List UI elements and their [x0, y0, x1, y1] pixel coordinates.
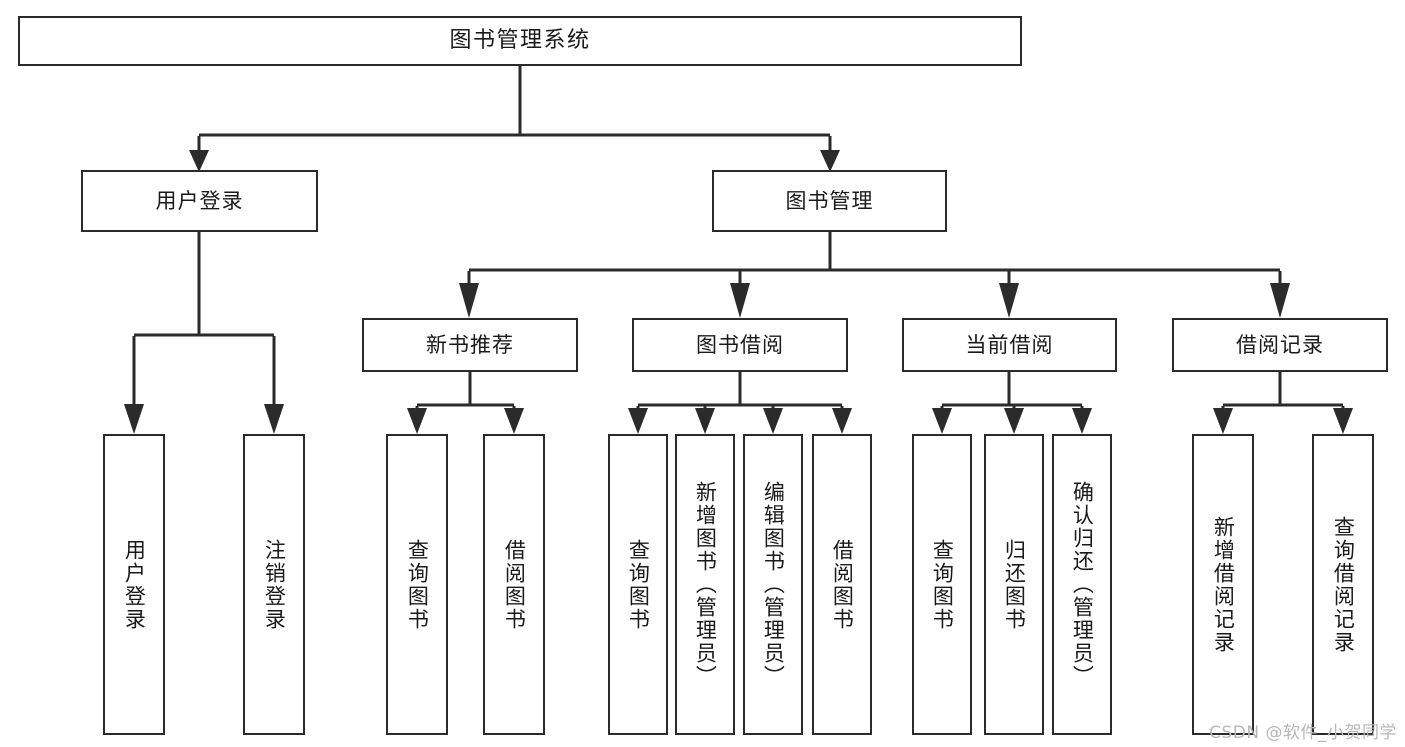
node-leaf-query-record-label: 查询借阅记录 — [1331, 515, 1356, 654]
node-leaf-query-book-3[interactable]: 查询图书 — [912, 434, 972, 735]
node-leaf-borrow-book-2-label: 借阅图书 — [830, 538, 855, 631]
node-leaf-query-book-1[interactable]: 查询图书 — [386, 434, 448, 735]
node-book-borrow[interactable]: 图书借阅 — [632, 318, 848, 372]
node-leaf-query-book-3-label: 查询图书 — [930, 538, 955, 631]
arrowhead-leaf-user-login — [124, 404, 144, 434]
arrowhead-leaf-borrow-book-1 — [504, 408, 524, 434]
arrowhead-leaf-add-book — [695, 408, 715, 434]
arrowhead-leaf-logout — [264, 404, 284, 434]
arrowhead-leaf-query-book-2 — [628, 408, 648, 434]
node-leaf-logout[interactable]: 注销登录 — [243, 434, 305, 735]
node-leaf-edit-book-label: 编辑图书（管理员） — [761, 481, 786, 688]
arrowhead-book-borrow — [730, 283, 750, 318]
node-leaf-user-login-label: 用户登录 — [122, 538, 147, 631]
arrowhead-leaf-query-record — [1333, 408, 1353, 434]
arrowhead-current-borrow — [999, 283, 1019, 318]
node-new-book-rec[interactable]: 新书推荐 — [362, 318, 578, 372]
node-leaf-return-book[interactable]: 归还图书 — [984, 434, 1044, 735]
node-leaf-confirm-return[interactable]: 确认归还（管理员） — [1052, 434, 1112, 735]
node-root-label: 图书管理系统 — [449, 28, 591, 54]
node-current-borrow[interactable]: 当前借阅 — [902, 318, 1117, 372]
node-leaf-logout-label: 注销登录 — [262, 538, 287, 631]
node-current-borrow-label: 当前借阅 — [965, 332, 1054, 357]
node-leaf-add-record[interactable]: 新增借阅记录 — [1192, 434, 1254, 735]
arrowhead-leaf-edit-book — [763, 408, 783, 434]
node-leaf-return-book-label: 归还图书 — [1002, 538, 1027, 631]
arrowhead-borrow-record — [1270, 283, 1290, 318]
node-leaf-borrow-book-2[interactable]: 借阅图书 — [812, 434, 872, 735]
arrowhead-leaf-return-book — [1004, 408, 1024, 434]
node-book-borrow-label: 图书借阅 — [696, 332, 784, 357]
node-root[interactable]: 图书管理系统 — [18, 16, 1022, 66]
node-borrow-record[interactable]: 借阅记录 — [1172, 318, 1388, 372]
node-new-book-rec-label: 新书推荐 — [426, 332, 514, 357]
node-leaf-query-book-1-label: 查询图书 — [405, 538, 430, 631]
node-leaf-add-record-label: 新增借阅记录 — [1211, 515, 1236, 654]
csdn-watermark: CSDN @软件_小贺同学 — [1209, 723, 1397, 743]
node-book-manage-label: 图书管理 — [785, 188, 874, 213]
arrowhead-leaf-query-book-1 — [407, 408, 427, 434]
node-leaf-add-book-label: 新增图书（管理员） — [693, 481, 718, 688]
node-leaf-borrow-book-1-label: 借阅图书 — [502, 538, 527, 631]
arrowhead-leaf-query-book-3 — [932, 408, 952, 434]
arrowhead-leaf-confirm-return — [1072, 408, 1092, 434]
node-leaf-add-book[interactable]: 新增图书（管理员） — [675, 434, 735, 735]
node-user-login[interactable]: 用户登录 — [81, 170, 318, 232]
node-leaf-edit-book[interactable]: 编辑图书（管理员） — [743, 434, 803, 735]
node-user-login-label: 用户登录 — [155, 188, 244, 213]
arrowhead-leaf-add-record — [1213, 408, 1233, 434]
node-leaf-confirm-return-label: 确认归还（管理员） — [1070, 481, 1095, 688]
node-leaf-query-record[interactable]: 查询借阅记录 — [1312, 434, 1374, 735]
node-leaf-query-book-2-label: 查询图书 — [626, 538, 651, 631]
arrowhead-leaf-borrow-book-2 — [832, 408, 852, 434]
arrowhead-book-manage — [820, 150, 840, 172]
node-book-manage[interactable]: 图书管理 — [712, 170, 947, 232]
arrowhead-user-login — [189, 150, 209, 172]
node-leaf-borrow-book-1[interactable]: 借阅图书 — [483, 434, 545, 735]
node-borrow-record-label: 借阅记录 — [1236, 332, 1324, 357]
arrowhead-new-book-rec — [459, 283, 479, 318]
node-leaf-user-login[interactable]: 用户登录 — [103, 434, 165, 735]
node-leaf-query-book-2[interactable]: 查询图书 — [608, 434, 668, 735]
